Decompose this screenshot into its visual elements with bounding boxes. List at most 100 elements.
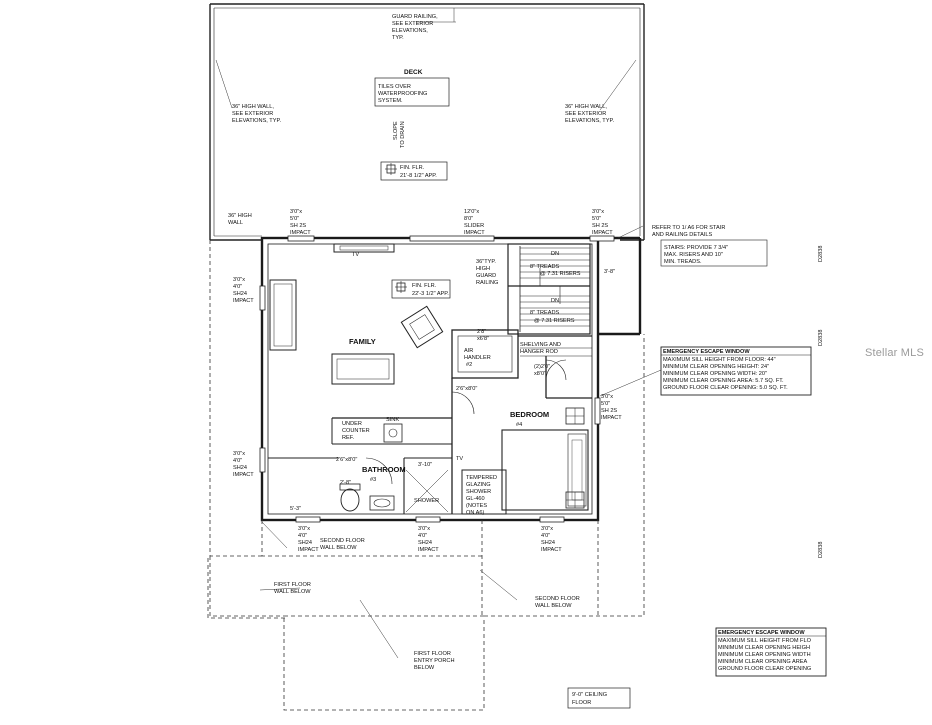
shelving-note-2: HANGER ROD [520,349,558,355]
bathroom-label: BATHROOM [362,465,406,474]
bottom-window-right-4: IMPACT [541,547,562,553]
second-floor-wall-1b: WALL BELOW [320,545,357,551]
deck-guard-note-2: SEE EXTERIOR [392,21,433,27]
right-window-2: 5'0" [601,401,610,407]
treads-lower-1: 8" TREADS [530,310,560,316]
counter-note-2: COUNTER [342,428,370,434]
deck-left-wall-note-1: 36" HIGH WALL, [232,104,274,110]
deck-walls [209,3,645,241]
bottom-window-left-2: 4'0" [298,533,307,539]
second-floor-wall-2a: SECOND FLOOR [535,596,580,602]
left-window-lower-2: 4'0" [233,458,242,464]
bottom-left-dim: 5'-3" [290,506,301,512]
top-left-window-1: 3'0"x [290,209,302,215]
margin-mark-1: D2838 [818,246,824,262]
family-fin-floor-2: 22'-3 1/2" APP. [412,291,449,297]
egress-note-2-title: EMERGENCY ESCAPE WINDOW [718,630,805,636]
bedroom-number: #4 [516,422,522,428]
treads-lower-2: @ 7.31 RISERS [534,318,575,324]
closet-dim-2: x8'0" [534,371,546,377]
shelving-note-1: SHELVING AND [520,342,561,348]
stair-dim-label: 3'-8" [604,269,615,275]
counter-note-1: UNDER [342,421,362,427]
entry-porch-3: BELOW [414,665,435,671]
furniture [269,163,589,513]
tempered-note-5: (NOTES [466,503,487,509]
first-floor-wall-2: WALL BELOW [274,589,311,595]
closet-door-label: 2'6"x8'0" [456,386,477,392]
top-right-window-3: SH 2S [592,223,608,229]
treads-upper-2: @ 7.31 RISERS [540,271,581,277]
tempered-note-6: ON A6) [466,510,484,516]
watermark: Stellar MLS [864,347,924,359]
stair-dn-label: DN [551,251,559,257]
guard-rail-3: GUARD [476,273,496,279]
entry-porch-1: FIRST FLOOR [414,651,451,657]
deck-tile-note-2: WATERPROOFING [378,91,427,97]
second-floor-wall-1a: SECOND FLOOR [320,538,365,544]
stair-refer-1: REFER TO 1/ A6 FOR STAIR [652,225,725,231]
egress-note-2-2: MINIMUM CLEAR OPENING HEIGH [718,645,810,651]
treads-upper-1: 8" TREADS [530,264,560,270]
deck-tile-note-1: TILES OVER [378,84,411,90]
right-window-4: IMPACT [601,415,622,421]
slider-label-3: SLIDER [464,223,484,229]
air-handler-dim-1: 2'8" [477,329,486,335]
ceiling-note-1: 9'-0" CEILING [572,692,607,698]
deck-slope-note-1: SLOPE [393,121,399,140]
top-right-window-1: 3'0"x [592,209,604,215]
leader-lines [215,8,662,659]
deck-right-wall-note-3: ELEVATIONS, TYP. [565,118,614,124]
entry-porch-2: ENTRY PORCH [414,658,455,664]
guard-rail-2: HIGH [476,266,490,272]
note-boxes [374,77,827,709]
bottom-window-left-4: IMPACT [298,547,319,553]
egress-note-title: EMERGENCY ESCAPE WINDOW [663,349,750,355]
bottom-window-mid-1: 3'0"x [418,526,430,532]
egress-note-4: MINIMUM CLEAR OPENING AREA: 5.7 SQ. FT. [663,378,784,384]
shower-label: SHOWER [414,498,439,504]
counter-note-3: REF. [342,435,355,441]
top-left-window-3: SH 2S [290,223,306,229]
bathroom-number: #3 [370,477,376,483]
interior-walls [268,329,592,515]
family-tv-label: TV [352,252,359,258]
guard-rail-4: RAILING [476,280,498,286]
egress-note-2-4: MINIMUM CLEAR OPENING AREA [718,659,807,665]
deck-label: DECK [404,69,423,76]
stairs [507,243,591,335]
closet-dim-1: (2)2'0" [534,364,550,370]
left-window-upper-4: IMPACT [233,298,254,304]
egress-note-1: MAXIMUM SILL HEIGHT FROM FLOOR: 44" [663,357,776,363]
first-floor-wall-1: FIRST FLOOR [274,582,311,588]
deck-right-wall-note-2: SEE EXTERIOR [565,111,606,117]
deck-guard-note-4: TYP. [392,35,404,41]
walls-below [207,240,645,711]
egress-note-2-3: MINIMUM CLEAR OPENING WIDTH [718,652,811,658]
right-window-1: 3'0"x [601,394,613,400]
deck-36-wall-2: WALL [228,220,243,226]
deck-slope-note-2: TO DRAIN [400,121,406,148]
bottom-window-right-2: 4'0" [541,533,550,539]
tempered-note-4: GL-460 [466,496,485,502]
top-right-window-2: 5'0" [592,216,601,222]
top-right-window-4: IMPACT [592,230,613,236]
deck-guard-note-1: GUARD RAILING, [392,14,438,20]
bath-dim-label: 3'-10" [418,462,432,468]
deck-fin-floor-1: FIN. FLR. [400,165,425,171]
left-window-lower-1: 3'0"x [233,451,245,457]
air-handler-label-3: #2 [466,362,472,368]
stair-refer-2: AND RAILING DETAILS [652,232,712,238]
stair-dn-lower: DN [551,298,559,304]
top-left-window-4: IMPACT [290,230,311,236]
deck-fin-floor-2: 21'-8 1/2" APP. [400,173,437,179]
left-window-upper-3: SH24 [233,291,247,297]
deck-tile-note-3: SYSTEM. [378,98,403,104]
bedroom-tv-label: TV [456,456,463,462]
bottom-window-right-3: SH24 [541,540,555,546]
left-window-upper-2: 4'0" [233,284,242,290]
sink-label: SINK [386,417,399,423]
right-window-3: SH 2S [601,408,617,414]
